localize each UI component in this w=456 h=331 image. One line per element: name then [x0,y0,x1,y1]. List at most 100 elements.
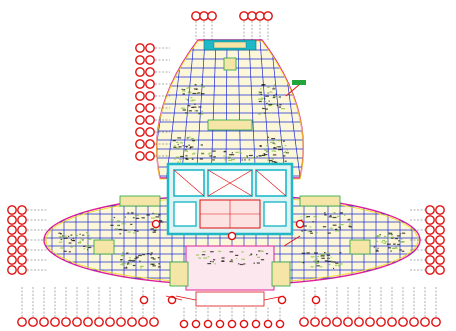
annotation-mark [192,92,196,95]
annotation-mark [130,223,133,225]
annotation-mark [384,241,387,243]
annotation-mark [121,262,126,265]
annotation-mark [201,110,203,112]
annotation-mark [155,216,160,218]
annotation-mark [395,238,398,240]
annotation-mark [349,223,352,225]
axis-bubble-icon [17,255,27,265]
annotation-mark [248,254,252,256]
annotation-mark [305,216,308,218]
annotation-mark [253,150,256,152]
annotation-mark [138,254,142,257]
axis-bubble-icon [135,103,145,113]
annotation-mark [391,237,394,239]
annotation-mark [389,232,393,234]
annotation-mark [157,266,161,268]
annotation-mark [271,150,276,152]
annotation-mark [339,252,342,254]
axis-bubble-icon [135,151,145,161]
annotation-mark [316,265,320,267]
axis-bubble-icon [94,317,104,327]
annotation-mark [399,233,401,235]
annotation-mark [397,243,400,246]
annotation-mark [210,251,214,253]
annotation-mark [303,214,306,216]
annotation-mark [177,161,180,163]
annotation-mark [393,243,396,245]
annotation-mark [195,110,198,112]
annotation-mark [332,216,337,219]
annotation-mark [267,136,270,138]
annotation-mark [328,260,332,262]
annotation-mark [155,229,157,231]
annotation-mark [332,261,336,263]
annotation-mark [401,238,403,240]
axis-bubble-icon [311,295,321,305]
annotation-mark [271,140,275,142]
annotation-mark [58,236,63,238]
axis-bubble-icon [145,151,155,161]
annotation-mark [68,251,71,253]
annotation-mark [201,113,204,115]
annotation-mark [135,256,139,258]
annotation-mark [317,261,319,263]
annotation-mark [316,232,318,234]
axis-bubble-icon [7,255,17,265]
annotation-mark [133,232,136,234]
annotation-mark [238,263,240,265]
annotation-mark [207,153,210,155]
annotation-mark [315,265,317,267]
annotation-mark [267,159,270,161]
annotation-mark [317,260,319,262]
axis-bubble-icon [263,11,273,21]
annotation-mark [159,221,164,223]
stair-icon [299,195,341,207]
annotation-mark [348,218,350,220]
annotation-mark [152,231,156,233]
annotation-mark [185,158,189,160]
annotation-mark [87,244,90,247]
annotation-mark [391,234,393,236]
axis-bubble-icon [435,225,445,235]
grid-line [210,40,217,178]
annotation-mark [175,156,180,158]
annotation-mark [320,255,325,257]
annotation-mark [134,258,136,260]
annotation-mark [244,157,249,159]
annotation-mark [196,88,198,90]
annotation-mark [376,249,378,251]
axis-bubble-icon [145,127,155,137]
annotation-mark [395,246,397,248]
axis-bubble-icon [425,245,435,255]
axis-leader-lines [21,21,437,320]
annotation-mark [276,146,278,148]
annotation-mark [260,97,264,99]
annotation-mark [155,228,157,230]
annotation-mark [200,144,203,146]
annotation-mark [136,230,139,232]
annotation-mark [199,158,203,160]
stairs [93,57,371,287]
annotation-mark [284,145,287,147]
annotation-mark [202,251,206,253]
annotation-mark [230,154,235,156]
annotation-mark [269,160,273,162]
annotation-mark [258,98,261,100]
annotation-mark [123,267,128,269]
axis-bubble-icon [145,55,155,65]
annotation-mark [301,252,306,254]
annotation-mark [213,259,216,261]
annotation-mark [256,262,260,264]
section-markers [165,80,306,301]
annotation-mark [150,228,155,230]
annotation-mark [313,260,318,262]
annotation-mark [258,93,262,95]
annotation-mark [265,95,269,97]
grid-line [237,40,242,178]
axis-bubble-icon [17,235,27,245]
annotation-mark [259,91,262,93]
axis-bubble-icon [207,11,217,21]
annotation-mark [273,95,275,97]
grid-line [195,40,206,178]
annotation-mark [158,214,161,216]
